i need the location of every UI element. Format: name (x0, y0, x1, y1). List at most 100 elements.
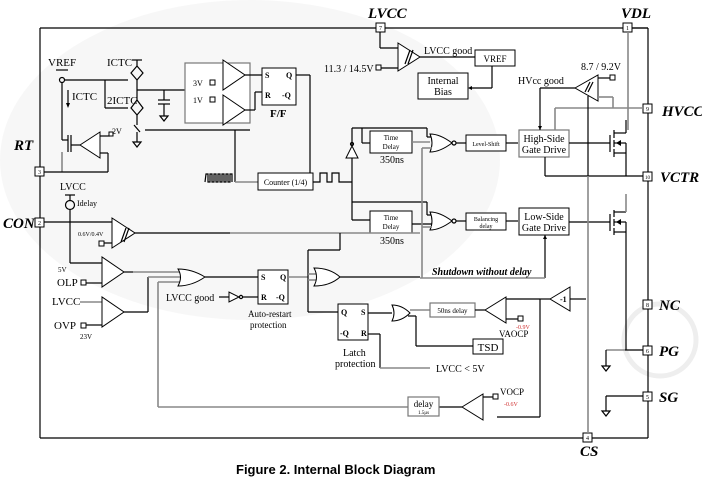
nor-gate-bottom (429, 211, 453, 231)
svg-text:3: 3 (38, 170, 41, 176)
svg-text:4: 4 (586, 436, 589, 442)
svg-text:SG: SG (659, 390, 678, 406)
svg-text:1V: 1V (193, 96, 203, 105)
svg-text:8: 8 (646, 303, 649, 309)
pin-cs: 4 CS (580, 432, 598, 460)
vref-block (474, 49, 516, 67)
svg-text:350ns: 350ns (380, 236, 404, 247)
package-outline (39, 27, 649, 439)
svg-text:50ns delay: 50ns delay (437, 307, 468, 315)
svg-text:LVCC: LVCC (60, 182, 86, 193)
pin-lvcc: 7 LVCC (367, 6, 408, 33)
svg-text:-0.9V: -0.9V (516, 325, 530, 331)
low-side-gate-drive: Low-Side Gate Drive (518, 176, 627, 433)
svg-text:VREF: VREF (48, 57, 76, 69)
svg-text:S: S (265, 71, 270, 80)
protection-inputs: LVCC Idelay 0.6V/0.4V 5V OLP LVCC OVP 23… (44, 182, 420, 408)
svg-text:delay: delay (480, 224, 493, 230)
svg-text:LVCC: LVCC (367, 6, 408, 22)
svg-text:-Q: -Q (276, 293, 285, 302)
svg-text:VREF: VREF (483, 54, 506, 64)
pin-hvcc: 9 HVCC (642, 103, 702, 120)
svg-text:OLP: OLP (57, 277, 78, 289)
flip-flop: S R Q -Q F/F (261, 67, 297, 120)
svg-text:LVCC good: LVCC good (424, 46, 472, 57)
svg-text:LVCC good: LVCC good (166, 293, 214, 304)
svg-text:HVcc good: HVcc good (518, 76, 564, 87)
svg-text:Internal: Internal (427, 76, 458, 87)
svg-text:VOCP: VOCP (500, 387, 524, 397)
svg-text:Level-Shift: Level-Shift (472, 141, 500, 148)
svg-text:Latch: Latch (343, 348, 366, 359)
svg-text:TSD: TSD (478, 342, 499, 354)
nor-gate-top (429, 133, 453, 153)
svg-text:Time: Time (384, 134, 399, 142)
svg-text:VCTR: VCTR (660, 170, 699, 186)
pin-nc: 8 NC (642, 298, 681, 314)
svg-text:-0.6V: -0.6V (504, 402, 518, 408)
svg-text:PG: PG (659, 344, 679, 360)
svg-text:1.5µs: 1.5µs (418, 411, 429, 416)
svg-text:R: R (265, 91, 271, 100)
svg-text:Balancing: Balancing (474, 217, 498, 223)
lvcc-uvlo: 11.3 / 14.5V LVCC good VREF Internal Bia… (324, 32, 516, 100)
oscillator-section: VREF ICTC 2V ICTC 2ICTC (44, 57, 352, 191)
or-gate-shutdown (313, 267, 341, 287)
delay-1-5us-block (407, 396, 440, 417)
svg-text:Time: Time (384, 214, 399, 222)
svg-text:23V: 23V (80, 333, 92, 341)
svg-text:350ns: 350ns (380, 155, 404, 166)
svg-text:Gate Drive: Gate Drive (522, 223, 567, 234)
auto-restart-protection: LVCC good S R Q -Q Auto-restart protecti… (166, 269, 308, 330)
svg-text:-1: -1 (560, 295, 567, 304)
svg-text:5: 5 (646, 395, 649, 401)
svg-text:LVCC < 5V: LVCC < 5V (436, 364, 485, 375)
high-side-gate-drive: High-Side Gate Drive HVcc good 8.7 / 9.2… (518, 27, 648, 177)
svg-text:7: 7 (379, 26, 382, 32)
or-gate-input (177, 268, 206, 287)
svg-text:High-Side: High-Side (523, 134, 565, 145)
svg-text:R: R (361, 329, 367, 338)
svg-text:RT: RT (13, 138, 34, 154)
svg-text:0.6V/0.4V: 0.6V/0.4V (78, 232, 104, 238)
pin-pg: 6 PG (642, 344, 679, 360)
svg-text:Q: Q (341, 308, 347, 317)
svg-text:Gate Drive: Gate Drive (522, 145, 567, 156)
svg-text:ICTC: ICTC (72, 91, 97, 103)
svg-text:2ICTC: 2ICTC (107, 95, 138, 107)
svg-text:Counter (1/4): Counter (1/4) (264, 178, 308, 187)
internal-bias-block (417, 72, 469, 100)
figure-caption: Figure 2. Internal Block Diagram (236, 462, 435, 477)
svg-text:9: 9 (646, 107, 649, 113)
svg-text:5V: 5V (58, 266, 67, 274)
svg-text:8.7 / 9.2V: 8.7 / 9.2V (581, 62, 622, 73)
svg-text:-Q: -Q (340, 329, 349, 338)
gate-drive-path: Time Delay 350ns Level-Shift Time Delay … (345, 127, 518, 278)
tsd-block (472, 338, 504, 355)
latch-protection: Shutdown without delay Q -Q S R Latch pr… (307, 233, 545, 375)
svg-text:F/F: F/F (270, 108, 287, 120)
svg-text:R: R (261, 293, 267, 302)
svg-text:S: S (361, 308, 366, 317)
svg-text:Idelay: Idelay (77, 199, 97, 208)
svg-text:NC: NC (658, 298, 681, 314)
svg-text:VAOCP: VAOCP (499, 329, 528, 339)
svg-text:Delay: Delay (383, 223, 400, 231)
pin-con: 2 CON (3, 216, 45, 232)
svg-text:6: 6 (646, 349, 649, 355)
svg-text:10: 10 (645, 176, 651, 181)
svg-text:CON: CON (3, 216, 36, 232)
or-gate-latch (391, 304, 411, 322)
svg-text:S: S (261, 273, 266, 282)
svg-text:Q: Q (286, 71, 292, 80)
svg-text:delay: delay (414, 399, 434, 409)
svg-text:ICTC: ICTC (107, 57, 132, 69)
svg-text:Delay: Delay (383, 143, 400, 151)
svg-text:VDL: VDL (621, 6, 651, 22)
svg-text:Auto-restart: Auto-restart (248, 309, 292, 319)
ocp-section: 50ns delay -0.9V VAOCP TSD -1 VOCP -0.6V… (407, 286, 586, 421)
svg-text:3V: 3V (193, 79, 203, 88)
svg-text:-Q: -Q (282, 91, 291, 100)
svg-text:protection: protection (335, 359, 376, 370)
svg-text:Q: Q (280, 273, 286, 282)
